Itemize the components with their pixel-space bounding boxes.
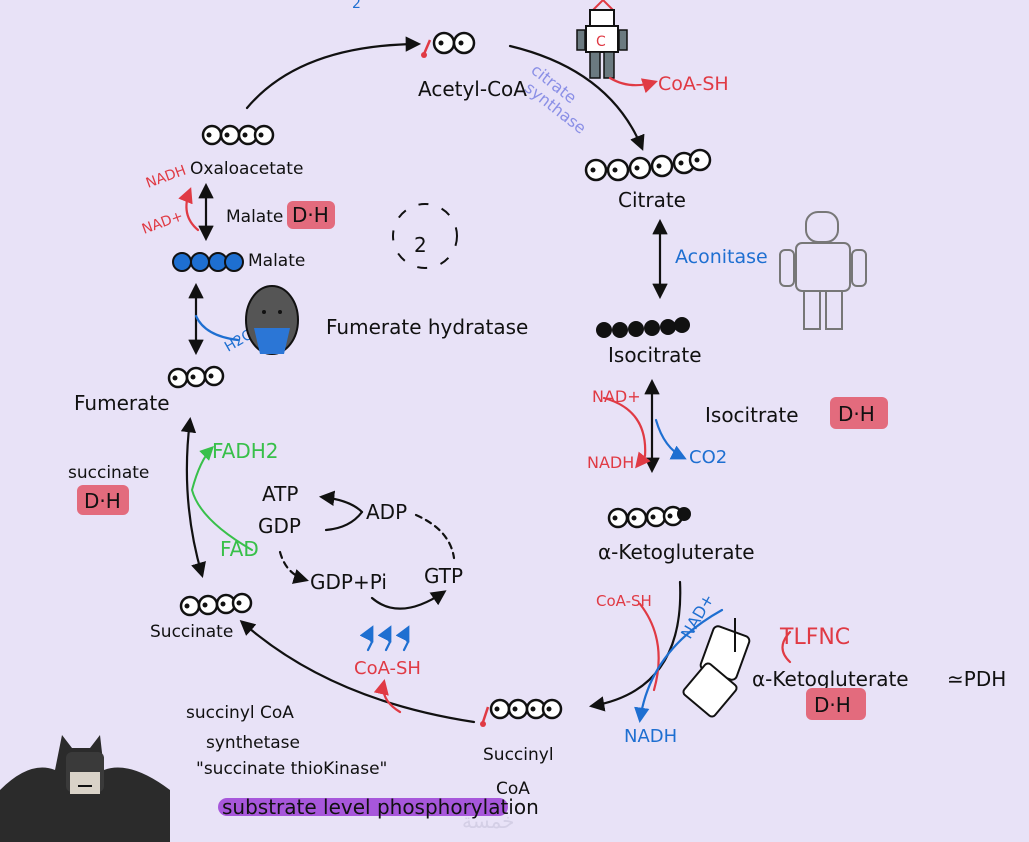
coash-akg-label: CoA-SH xyxy=(596,592,652,610)
isocitrate-dh-box xyxy=(830,397,888,429)
acetyl-coa-label: Acetyl-CoA xyxy=(418,77,527,101)
succinate-dh-box xyxy=(77,485,129,515)
succinate-molecule xyxy=(179,592,253,617)
alpha-kg-dh-suffix: D·H xyxy=(814,693,851,717)
acetyl-coa-molecule xyxy=(421,31,476,58)
robot-c-icon: C xyxy=(576,0,628,79)
isocitrate-label: Isocitrate xyxy=(608,343,702,367)
gdp-label: GDP xyxy=(258,514,301,538)
cycle-number-mark: 2 xyxy=(392,203,458,269)
watermark: خمسة xyxy=(462,809,515,833)
citrate-synthase-label: citrate synthase xyxy=(521,60,590,137)
svg-text:C: C xyxy=(596,34,606,50)
pdh-note-label: ≃PDH xyxy=(947,667,1006,691)
oxaloacetate-label: Oxaloacetate xyxy=(190,159,303,179)
isocitrate-molecule xyxy=(596,317,690,338)
succinyl-coa-label-2: CoA xyxy=(496,779,530,799)
coash-scs-label: CoA-SH xyxy=(354,658,421,679)
succinyl-coa-label-1: Succinyl xyxy=(483,745,554,765)
fumerate-hydratase-label: Fumerate hydratase xyxy=(326,315,528,339)
highlight-bar xyxy=(218,798,508,816)
fumerate-molecule xyxy=(167,365,225,389)
malate-dh-box xyxy=(287,201,335,229)
succinate-label: Succinate xyxy=(150,622,233,642)
alpha-kg-molecule xyxy=(607,505,691,529)
succinate-dh-label: succinate xyxy=(68,463,149,483)
scs-label-1: succinyl CoA xyxy=(186,703,294,723)
malate-dh-suffix: D·H xyxy=(292,203,329,227)
atp-label: ATP xyxy=(262,482,298,506)
blob-character-icon xyxy=(245,285,299,355)
gtp-label: GTP xyxy=(424,564,463,588)
nad-plus-malate-label: NAD+ xyxy=(140,208,185,238)
batman-icon xyxy=(0,735,170,842)
succinyl-coa-molecule xyxy=(480,698,563,727)
oxaloacetate-molecule xyxy=(201,124,275,146)
energy-squiggles xyxy=(359,625,410,652)
co2-label: CO2 xyxy=(689,447,727,468)
malate-molecule xyxy=(172,252,244,272)
alpha-kg-dh-box xyxy=(806,688,866,720)
aconitase-label: Aconitase xyxy=(675,246,768,268)
isocitrate-dh-suffix: D·H xyxy=(838,402,875,426)
citrate-molecule xyxy=(584,148,712,182)
svg-text:2: 2 xyxy=(414,233,427,257)
nadh-akg-label: NADH xyxy=(624,726,677,747)
gdp-pi-label: GDP+Pi xyxy=(310,570,387,594)
nadh-malate-label: NADH xyxy=(144,163,188,192)
fumerate-label: Fumerate xyxy=(74,391,170,415)
malate-dh-label: Malate xyxy=(226,207,283,227)
nad-plus-isocitrate-label: NAD+ xyxy=(592,387,641,406)
isocitrate-dh-label: Isocitrate xyxy=(705,403,799,427)
alpha-kg-dh-label: α-Ketogluterate xyxy=(752,667,909,691)
citrate-label: Citrate xyxy=(618,188,686,212)
adp-label: ADP xyxy=(366,500,407,524)
top-fragment-label: 2 xyxy=(352,0,361,12)
fadh2-label: FADH2 xyxy=(212,439,279,463)
scs-label-3: "succinate thioKinase" xyxy=(196,759,387,779)
scs-label-2: synthetase xyxy=(206,733,300,753)
nadh-isocitrate-label: NADH xyxy=(587,453,634,472)
coash-top-label: CoA-SH xyxy=(658,73,729,95)
robot-outline-icon xyxy=(779,211,867,330)
flip-phone-icon xyxy=(682,618,751,718)
succinate-dh-suffix: D·H xyxy=(84,489,121,513)
tlfnc-label: TLFNC xyxy=(779,625,850,650)
fad-label: FAD xyxy=(220,537,259,561)
alpha-kg-label: α-Ketogluterate xyxy=(598,540,755,564)
substrate-level-label: substrate level phosphorylation xyxy=(222,795,539,819)
malate-label: Malate xyxy=(248,251,305,271)
